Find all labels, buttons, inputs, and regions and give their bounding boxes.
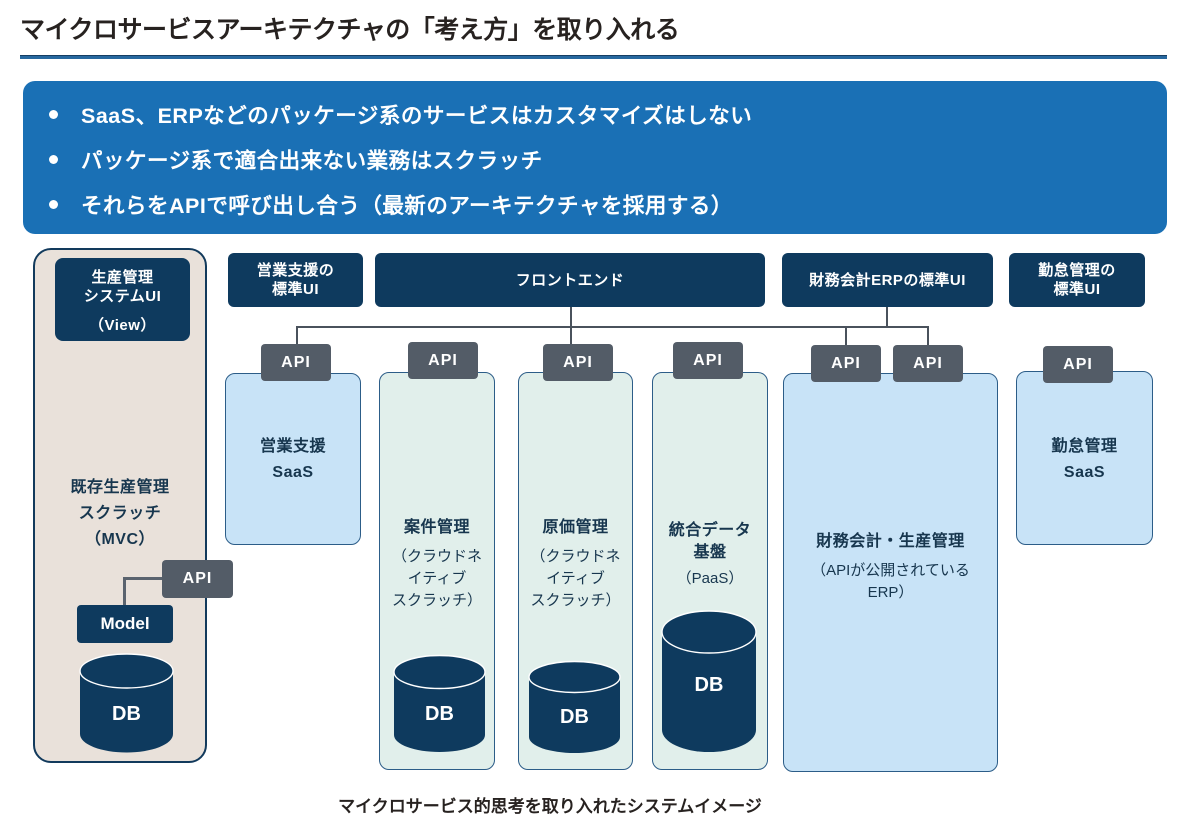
bullet-dot-icon [49,110,58,119]
header-label: フロントエンド [515,271,625,289]
panel-attendance-saas [1016,371,1153,545]
bullet-item: パッケージ系で適合出来ない業務はスクラッチ [23,137,1167,182]
db-label: DB [695,674,724,696]
header-label: 財務会計ERPの標準UI [809,271,966,289]
header-label: 営業支援の [256,262,335,279]
bullet-dot-icon [49,155,58,164]
key-points-panel: SaaS、ERPなどのパッケージ系のサービスはカスタマイズはしない パッケージ系… [23,81,1167,234]
connector-erp-api2-drop [927,326,929,345]
sales-saas-label: 営業支援 SaaS [259,438,326,481]
title-underline [20,55,1167,59]
bullet-dot-icon [49,200,58,209]
api-label: API [182,570,213,587]
connector-cost-api-drop [570,326,572,345]
header-attendance-standard-ui: 勤怠管理の 標準UI [1009,253,1145,307]
api-label: API [281,353,311,371]
diagram-caption: マイクロサービス的思考を取り入れたシステムイメージ [338,797,762,816]
panel-sales-saas [225,373,361,545]
connector-frontend-drop [570,307,572,327]
header-frontend: フロントエンド [375,253,765,307]
model-label: Model [100,614,150,633]
panel-erp [783,373,998,772]
legacy-view-label: （View） [89,317,156,334]
db-cylinder-legacy: DB [79,653,174,753]
bullet-item: それらをAPIで呼び出し合う（最新のアーキテクチャを採用する） [23,182,1167,227]
db-label: DB [560,706,589,728]
db-label: DB [425,703,454,725]
connector-model-api-vertical [123,577,126,607]
header-label: 標準UI [271,281,319,298]
header-label: 標準UI [1053,281,1101,298]
erp-label: 財務会計・生産管理 （APIが公開されている ERP） [811,533,970,601]
api-label: API [563,353,593,371]
db-cylinder-cost: DB [528,660,621,753]
api-box-data-platform: API [673,342,743,379]
db-cylinder-matter: DB [393,654,486,752]
connector-erp-api1-drop [845,326,847,345]
api-box-sales-saas: API [261,344,331,381]
bullet-text: パッケージ系で適合出来ない業務はスクラッチ [81,149,543,173]
model-box: Model [77,605,173,643]
cost-label: 原価管理 （クラウドネ イティブ スクラッチ） [530,519,621,609]
bullet-text: SaaS、ERPなどのパッケージ系のサービスはカスタマイズはしない [81,104,753,128]
db-label: DB [112,703,141,725]
legacy-ui-label: 生産管理 [91,269,154,286]
api-label: API [693,351,723,369]
api-box-erp-2: API [893,345,963,382]
legacy-ui-label: システムUI [83,288,162,305]
legacy-ui-header: 生産管理 システムUI （View） [55,258,190,341]
api-box-legacy: API [162,560,233,598]
api-box-erp-1: API [811,345,881,382]
attendance-saas-label: 勤怠管理 SaaS [1051,438,1118,481]
matter-label: 案件管理 （クラウドネ イティブ スクラッチ） [391,519,482,609]
api-box-cost: API [543,344,613,381]
connector-erp-header-drop [886,307,888,327]
bullet-text: それらをAPIで呼び出し合う（最新のアーキテクチャを採用する） [81,194,733,218]
header-sales-standard-ui: 営業支援の 標準UI [228,253,363,307]
api-label: API [1063,355,1093,373]
api-label: API [913,354,943,372]
header-label: 勤怠管理の [1038,262,1116,279]
api-label: API [831,354,861,372]
bullet-item: SaaS、ERPなどのパッケージ系のサービスはカスタマイズはしない [23,92,1167,137]
api-box-attendance: API [1043,346,1113,383]
page-title: マイクロサービスアーキテクチャの「考え方」を取り入れる [20,16,680,44]
data-platform-label: 統合データ 基盤 （PaaS） [668,522,752,587]
header-erp-standard-ui: 財務会計ERPの標準UI [782,253,993,307]
api-box-matter: API [408,342,478,379]
connector-sales-api-drop [296,326,298,346]
db-cylinder-data-platform: DB [661,610,757,752]
connector-bus [296,326,928,328]
api-label: API [428,351,458,369]
connector-model-api-horizontal [123,577,164,580]
legacy-body-label: 既存生産管理 スクラッチ （MVC） [70,479,170,548]
